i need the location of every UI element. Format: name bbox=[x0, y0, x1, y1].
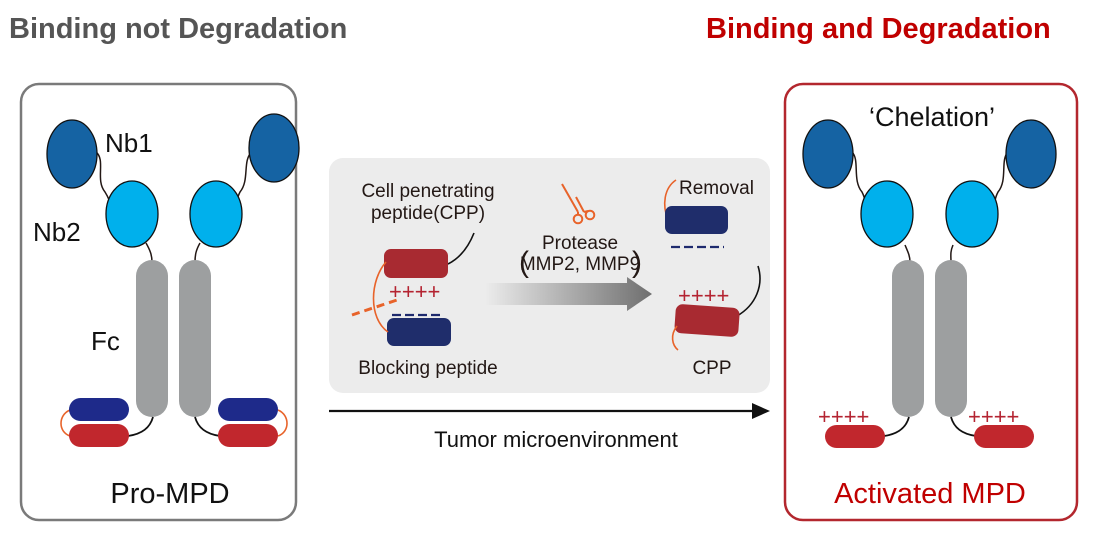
nb1-domain-left bbox=[46, 119, 98, 189]
cpp-short-label: CPP bbox=[692, 358, 731, 379]
pro-mpd-label: Pro-MPD bbox=[110, 478, 229, 510]
free-cpp bbox=[674, 304, 740, 337]
process-arrow-head-icon bbox=[752, 403, 770, 419]
fc-cpp-linker-right bbox=[194, 416, 221, 437]
protease-activation-box: Cell penetrating peptide(CPP) ++++ Block… bbox=[329, 158, 770, 393]
chelation-label: ‘Chelation’ bbox=[869, 102, 995, 132]
activated-mpd-label: Activated MPD bbox=[834, 478, 1026, 510]
fc-chain-right-active bbox=[935, 260, 967, 417]
scissors-icon bbox=[561, 183, 596, 225]
active-cpp-right-positive-charges: ++++ bbox=[968, 404, 1019, 429]
cleavage-site-mark bbox=[351, 297, 401, 317]
blocking-peptide-left bbox=[69, 398, 129, 421]
fc-chain-left bbox=[136, 260, 168, 417]
fc-chain-right bbox=[179, 260, 211, 417]
cpp-left bbox=[69, 424, 129, 447]
close-paren: ) bbox=[632, 246, 642, 279]
cleavable-linker-left bbox=[60, 409, 71, 437]
title-binding-not-degradation: Binding not Degradation bbox=[9, 13, 347, 45]
fc-cpp-linker-left bbox=[127, 416, 154, 437]
fc-chain-left-active bbox=[892, 260, 924, 417]
cpp-label-line1: Cell penetrating bbox=[361, 181, 494, 202]
nb2-domain-left bbox=[105, 180, 159, 248]
free-cpp-positive-charges: ++++ bbox=[678, 283, 729, 308]
cleavage-process-arrow-icon bbox=[485, 277, 652, 311]
activated-mpd-panel: ‘Chelation’ ++++ ++++ Activated MPD bbox=[783, 82, 1079, 522]
title-binding-and-degradation: Binding and Degradation bbox=[706, 13, 1051, 45]
bound-cpp bbox=[384, 249, 448, 278]
nb2-label: Nb2 bbox=[33, 217, 81, 247]
active-cpp-left bbox=[825, 425, 885, 448]
open-paren: ( bbox=[519, 246, 529, 279]
cleavable-linker-right bbox=[277, 409, 288, 437]
nb1-domain-right bbox=[248, 113, 300, 183]
nb1-label: Nb1 bbox=[105, 128, 153, 158]
protease-types: MMP2, MMP9 bbox=[520, 254, 640, 275]
cpp-pointer-line bbox=[447, 232, 475, 265]
fc-cpp-linker-left-active bbox=[883, 416, 910, 437]
removal-label: Removal bbox=[679, 178, 754, 199]
free-cpp-linker bbox=[736, 265, 761, 317]
tumor-microenvironment-arrow: Tumor microenvironment bbox=[329, 403, 770, 452]
bound-blocking-peptide bbox=[387, 318, 451, 346]
active-cpp-right bbox=[974, 425, 1034, 448]
nb2-domain-right bbox=[189, 180, 243, 248]
nb2-domain-right-active bbox=[945, 180, 999, 248]
blocking-peptide-label: Blocking peptide bbox=[358, 358, 497, 379]
tumor-microenvironment-label: Tumor microenvironment bbox=[434, 427, 678, 452]
pro-mpd-panel: Nb1 Nb2 Fc Pro-MPD bbox=[19, 82, 300, 522]
bound-cpp-positive-charges: ++++ bbox=[389, 279, 440, 304]
nb1-domain-left-active bbox=[802, 119, 854, 189]
active-cpp-left-positive-charges: ++++ bbox=[818, 404, 869, 429]
removed-blocking-peptide bbox=[665, 206, 728, 234]
protease-label: Protease bbox=[542, 233, 618, 254]
nb1-domain-right-active bbox=[1005, 119, 1057, 189]
cpp-right bbox=[218, 424, 278, 447]
bound-cleavable-linker bbox=[372, 261, 389, 333]
nb2-domain-left-active bbox=[860, 180, 914, 248]
fc-cpp-linker-right-active bbox=[950, 416, 977, 437]
activated-mpd-panel-border bbox=[783, 82, 1079, 522]
blocking-peptide-right bbox=[218, 398, 278, 421]
free-cpp-cleaved-linker bbox=[671, 325, 679, 351]
cpp-label-line2: peptide(CPP) bbox=[371, 203, 485, 224]
fc-label: Fc bbox=[91, 326, 120, 356]
